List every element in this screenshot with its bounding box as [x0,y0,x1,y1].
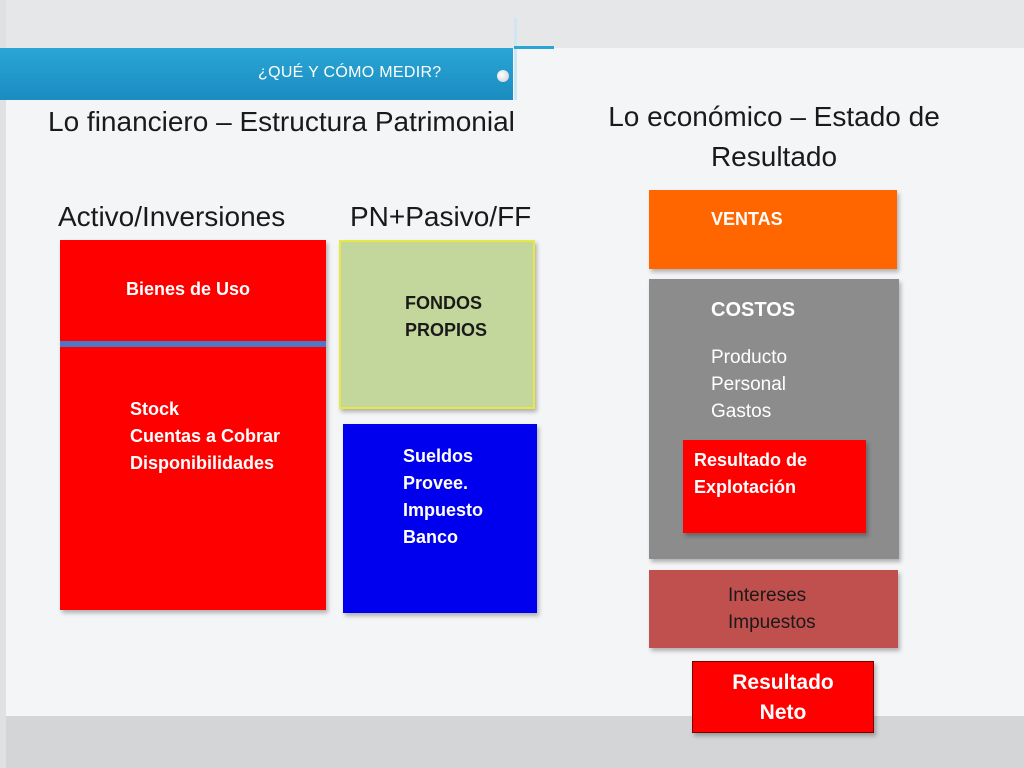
section-label: ¿QUÉ Y CÓMO MEDIR? [258,64,442,81]
accent-vertical-line [514,18,517,100]
activo-divider [60,341,326,347]
activo-items-list: Stock Cuentas a Cobrar Disponibilidades [130,396,280,477]
ventas-box [649,190,897,269]
left-edge [0,0,6,768]
activo-item: Disponibilidades [130,453,275,473]
heading-activo: Activo/Inversiones [58,201,286,232]
ventas-label: VENTAS [711,209,783,229]
resultado-neto-line: Neto [759,701,807,724]
intereses-line: Intereses [728,585,807,606]
activo-box [60,240,326,610]
resultado-neto-box [692,661,874,733]
pasivo-item: Impuesto [403,500,484,520]
accent-horizontal-line [514,46,554,49]
pasivo-items-list: Sueldos Provee. Impuesto Banco [403,443,483,551]
resultado-explotacion-line: Resultado de [694,450,808,470]
activo-item: Cuentas a Cobrar [130,426,281,446]
resultado-explotacion-label: Resultado de Explotación [694,447,807,501]
fondos-propios-box [339,240,535,409]
title-financiero: Lo financiero – Estructura Patrimonial [48,106,515,137]
resultado-explotacion-line: Explotación [694,477,797,497]
costos-label: COSTOS [711,299,796,321]
fondos-line: PROPIOS [405,320,488,340]
costos-items-list: Producto Personal Gastos [711,344,787,425]
intereses-impuestos-label: Intereses Impuestos [728,582,816,636]
header-bar [0,48,513,100]
costos-item: Personal [711,374,786,395]
pasivo-item: Provee. [403,473,469,493]
fondos-propios-label: FONDOS PROPIOS [405,290,487,344]
pasivo-item: Sueldos [403,446,474,466]
resultado-explotacion-box [683,440,866,533]
pasivo-item: Banco [403,527,459,547]
resultado-neto-label: Resultado Neto [692,668,874,728]
heading-pasivo: PN+Pasivo/FF [350,201,532,232]
costos-item: Producto [711,347,788,368]
activo-item: Stock [130,399,180,419]
resultado-neto-line: Resultado [732,671,834,694]
costos-item: Gastos [711,401,772,422]
pasivo-box [343,424,537,613]
bienes-de-uso-label: Bienes de Uso [126,279,251,299]
top-band [0,0,1024,48]
title-economico: Lo económico – Estado de Resultado [608,101,940,172]
intereses-impuestos-box [649,570,898,648]
fondos-line: FONDOS [405,293,483,313]
intereses-line: Impuestos [728,612,816,633]
bullet-dot-icon [497,70,509,82]
